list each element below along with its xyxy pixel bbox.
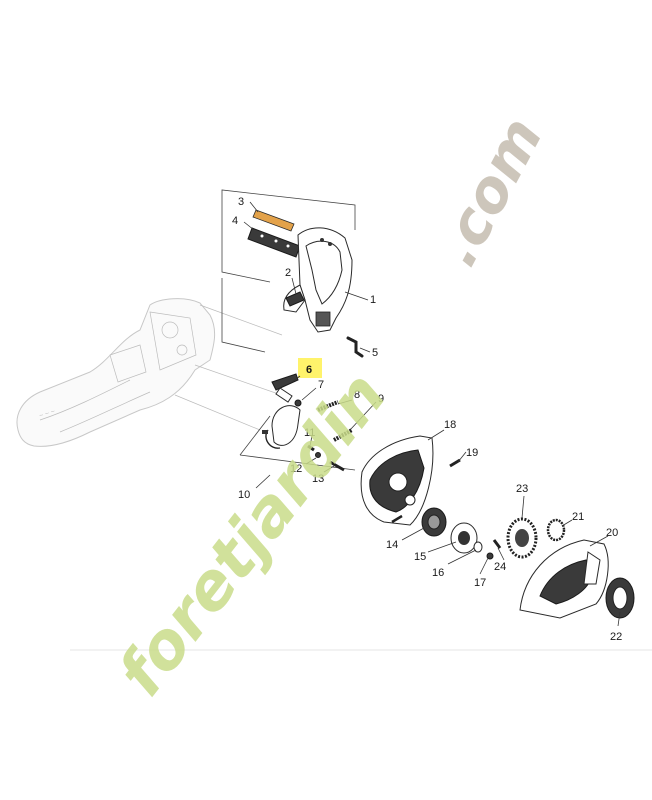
part-24-pin xyxy=(492,539,502,549)
watermark-grey: .com xyxy=(422,106,556,276)
part-9-coil-spring xyxy=(333,428,353,442)
part-5-rod xyxy=(346,336,364,358)
watermark-green: foretjardin xyxy=(104,359,401,710)
callout-6: 6 xyxy=(306,364,312,376)
part-11-screw xyxy=(307,444,315,452)
callout-20: 20 xyxy=(606,527,618,539)
svg-text:foretjardin: foretjardin xyxy=(104,359,401,710)
callout-labels: 3 4 2 1 5 6 7 8 9 11 12 13 10 18 19 14 1… xyxy=(232,196,622,643)
callout-1: 1 xyxy=(370,294,376,306)
part-16-washer xyxy=(473,541,483,553)
part-13-bolt xyxy=(329,460,345,472)
callout-22: 22 xyxy=(610,631,622,643)
part-17-ring xyxy=(486,552,494,560)
part-4-cushion xyxy=(247,227,301,258)
callout-18: 18 xyxy=(444,419,456,431)
callout-8: 8 xyxy=(354,389,360,401)
callout-24: 24 xyxy=(494,561,506,573)
part-6-brake-lever xyxy=(271,373,299,403)
callout-7: 7 xyxy=(318,379,324,391)
part-8-spring xyxy=(317,400,339,412)
part-2-lever xyxy=(285,291,305,307)
callout-12: 12 xyxy=(290,463,302,475)
leader-lines xyxy=(243,201,621,627)
callout-13: 13 xyxy=(312,473,324,485)
callout-23: 23 xyxy=(516,483,528,495)
callout-15: 15 xyxy=(414,551,426,563)
chainsaw-body-outline: ~ ~ ~ xyxy=(16,298,216,447)
callout-9: 9 xyxy=(378,393,384,405)
part-12-washer xyxy=(315,452,321,458)
part-3-tube xyxy=(252,209,295,232)
callout-16: 16 xyxy=(432,567,444,579)
part-22-cap xyxy=(605,577,635,619)
callout-11: 11 xyxy=(304,427,315,439)
callout-6-highlight xyxy=(298,358,322,378)
part-10-brake-band-group xyxy=(239,405,356,471)
svg-text:~ ~ ~: ~ ~ ~ xyxy=(38,408,56,420)
svg-text:.com: .com xyxy=(422,106,556,276)
part-15-clutch-hub xyxy=(450,522,478,554)
callout-17: 17 xyxy=(474,577,486,589)
part-18-sprocket-cover xyxy=(360,435,434,526)
part-14-clutch xyxy=(421,507,447,537)
callout-4: 4 xyxy=(232,215,238,227)
part-21-gear xyxy=(546,518,566,542)
callout-2: 2 xyxy=(285,267,291,279)
handle-group-frame xyxy=(221,189,356,353)
part-14-screw xyxy=(391,514,403,524)
part-23-sprocket xyxy=(506,517,538,559)
callout-3: 3 xyxy=(238,196,244,208)
callout-14: 14 xyxy=(386,539,398,551)
callout-10: 10 xyxy=(238,489,250,501)
callout-19: 19 xyxy=(466,447,478,459)
callout-5: 5 xyxy=(372,347,378,359)
part-7-pin xyxy=(294,399,302,407)
callout-21: 21 xyxy=(572,511,584,523)
part-20-side-cover xyxy=(519,539,609,619)
